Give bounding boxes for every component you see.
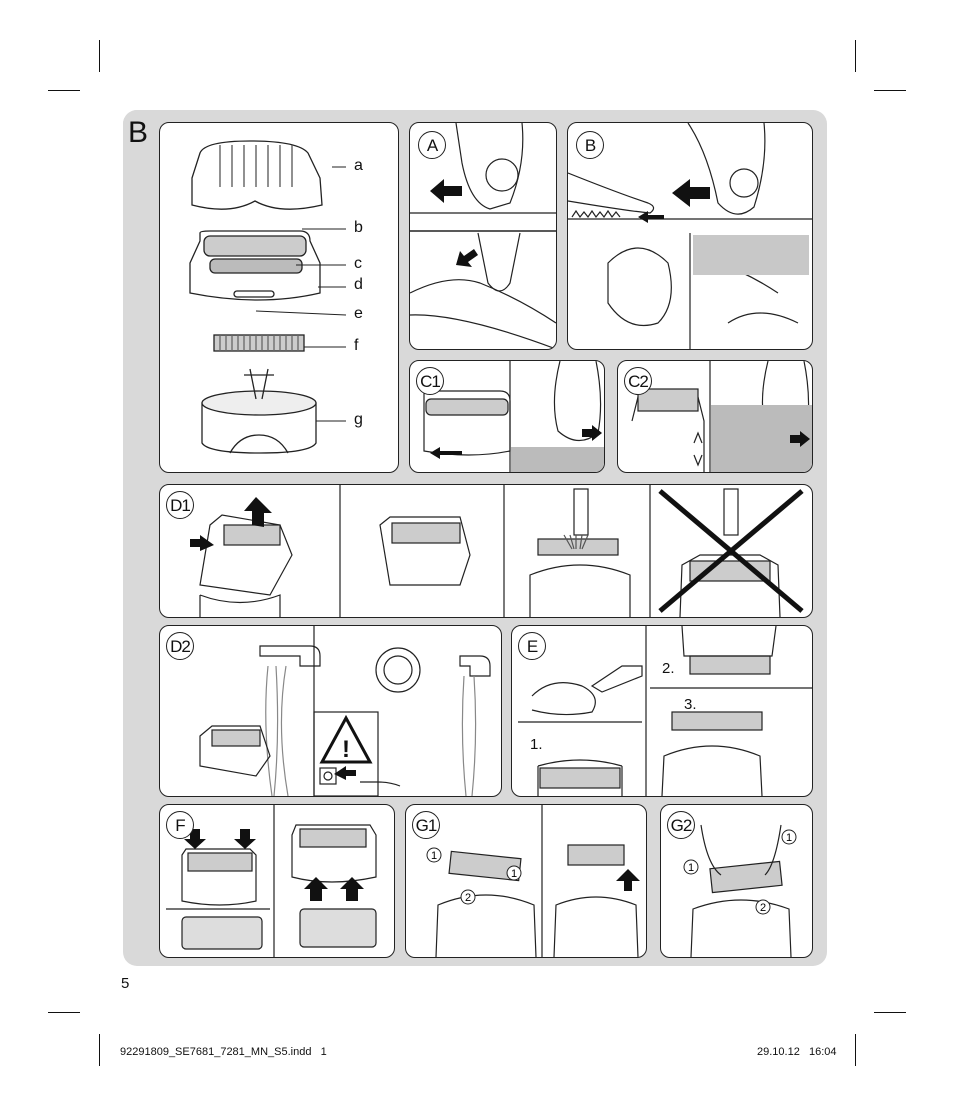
panel-f: F xyxy=(159,804,395,958)
panel-c2: C2 xyxy=(617,360,813,473)
panel-d1: D1 xyxy=(159,484,813,618)
panel-tag-a: A xyxy=(418,131,446,159)
part-label-e: e xyxy=(354,305,363,322)
panel-tag-d2: D2 xyxy=(166,632,194,660)
direction-arrow-icon xyxy=(672,179,710,207)
direction-arrow-icon xyxy=(244,497,272,527)
panel-parts: a b c d e f g xyxy=(159,122,399,473)
crop-mark xyxy=(855,40,856,72)
panel-tag-f: F xyxy=(166,811,194,839)
part-label-c: c xyxy=(354,255,362,272)
prohibited-cross-icon xyxy=(658,489,804,613)
direction-arrow-icon xyxy=(638,211,664,223)
panel-a: A xyxy=(409,122,557,350)
trimmer-cap-illustration xyxy=(191,140,323,210)
panel-tag-g2: G2 xyxy=(667,811,695,839)
crop-mark xyxy=(48,90,80,91)
panel-e: E 1. 2. 3. xyxy=(511,625,813,797)
step-label-3: 3. xyxy=(684,696,697,713)
panel-c1: C1 xyxy=(409,360,605,473)
direction-arrow-icon xyxy=(334,766,356,780)
step-label-1: 1. xyxy=(530,736,543,753)
shaver-head-illustration xyxy=(189,230,321,301)
step-marker-1: 1 xyxy=(786,832,792,844)
power-plug-icon xyxy=(319,767,401,787)
direction-arrow-icon xyxy=(430,179,462,203)
direction-arrow-icon xyxy=(234,829,256,849)
direction-arrow-icon xyxy=(184,829,206,849)
crop-mark xyxy=(48,1012,80,1013)
water-tap-icon xyxy=(259,645,321,667)
parts-illustration xyxy=(189,140,347,454)
direction-arrow-icon xyxy=(430,447,462,459)
step-label-2: 2. xyxy=(662,660,675,677)
crop-mark xyxy=(874,1012,906,1013)
crop-mark xyxy=(99,1034,100,1066)
step-marker-1: 1 xyxy=(511,868,517,880)
panel-g1: 1 2 1 G1 xyxy=(405,804,647,958)
cutter-block-illustration xyxy=(213,334,305,352)
panel-tag-b: B xyxy=(576,131,604,159)
part-label-a: a xyxy=(354,157,363,174)
warning-triangle-icon: ! xyxy=(319,714,373,764)
oil-bottle-icon xyxy=(590,665,643,693)
part-label-f: f xyxy=(354,337,359,354)
shaver-base-illustration xyxy=(201,402,317,454)
crop-mark xyxy=(99,40,100,72)
step-marker-2: 2 xyxy=(465,892,471,904)
section-letter: B xyxy=(128,116,149,149)
panel-d2: ! D2 xyxy=(159,625,502,797)
direction-arrow-icon xyxy=(340,877,364,901)
crop-mark xyxy=(855,1034,856,1066)
direction-arrow-icon xyxy=(456,249,478,267)
panel-tag-e: E xyxy=(518,632,546,660)
panel-tag-c2: C2 xyxy=(624,367,652,395)
part-label-g: g xyxy=(354,411,363,428)
panel-tag-d1: D1 xyxy=(166,491,194,519)
direction-arrow-icon xyxy=(790,431,810,447)
footer-datetime: 29.10.12 16:04 xyxy=(757,1046,837,1058)
step-marker-1: 1 xyxy=(688,862,694,874)
svg-text:!: ! xyxy=(342,736,350,763)
panel-tag-c1: C1 xyxy=(416,367,444,395)
part-label-d: d xyxy=(354,276,363,293)
panel-g2: 1 2 1 G2 xyxy=(660,804,813,958)
direction-arrow-icon xyxy=(582,425,602,441)
direction-arrow-icon xyxy=(190,535,214,551)
panel-tag-g1: G1 xyxy=(412,811,440,839)
panel-b: B xyxy=(567,122,813,350)
section-tab xyxy=(123,110,163,154)
direction-arrow-icon xyxy=(304,877,328,901)
crop-mark xyxy=(874,90,906,91)
part-label-b: b xyxy=(354,219,363,236)
cleaning-brush-icon xyxy=(563,488,739,550)
footer-filename: 92291809_SE7681_7281_MN_S5.indd 1 xyxy=(120,1046,327,1058)
step-marker-1: 1 xyxy=(431,850,437,862)
step-marker-2: 2 xyxy=(760,902,766,914)
page-number: 5 xyxy=(121,975,130,992)
direction-arrow-icon xyxy=(616,869,640,891)
